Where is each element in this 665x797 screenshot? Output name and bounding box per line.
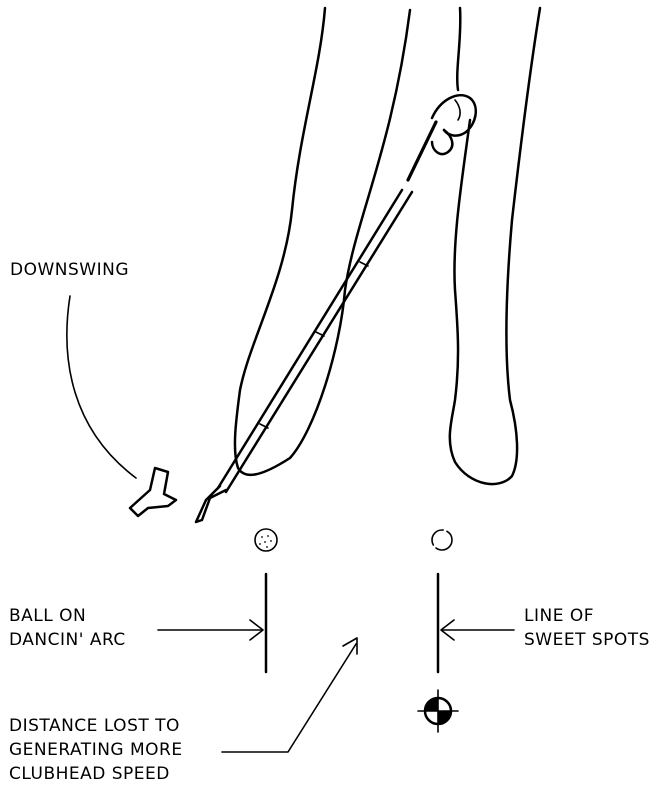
ball-arc-label: BALL ON DANCIN' ARC	[9, 604, 126, 652]
sweet-spots-arrow	[441, 620, 514, 640]
ball-arc-label-line-2: DANCIN' ARC	[9, 628, 126, 652]
distance-lost-arrow	[222, 638, 357, 752]
ball-arc-arrow	[158, 620, 263, 640]
distance-lost-label-line-1: DISTANCE LOST TO	[9, 714, 183, 738]
sweet-spots-label-line-2: SWEET SPOTS	[524, 628, 650, 652]
golf-ball-arc	[255, 529, 277, 551]
golfer-legs	[235, 8, 540, 484]
golf-ball-sweet-spot	[432, 530, 452, 550]
downswing-label-line: DOWNSWING	[10, 258, 129, 282]
target-crosshair	[418, 690, 458, 732]
distance-lost-label: DISTANCE LOST TO GENERATING MORE CLUBHEA…	[9, 714, 183, 786]
distance-lost-label-line-2: GENERATING MORE	[9, 738, 183, 762]
ball-arc-label-line-1: BALL ON	[9, 604, 126, 628]
sweet-spots-label-line-1: LINE OF	[524, 604, 650, 628]
golf-club	[196, 122, 436, 522]
sweet-spots-label: LINE OF SWEET SPOTS	[524, 604, 650, 652]
downswing-arrow	[67, 296, 176, 516]
distance-lost-label-line-3: CLUBHEAD SPEED	[9, 762, 183, 786]
downswing-label: DOWNSWING	[10, 258, 129, 282]
